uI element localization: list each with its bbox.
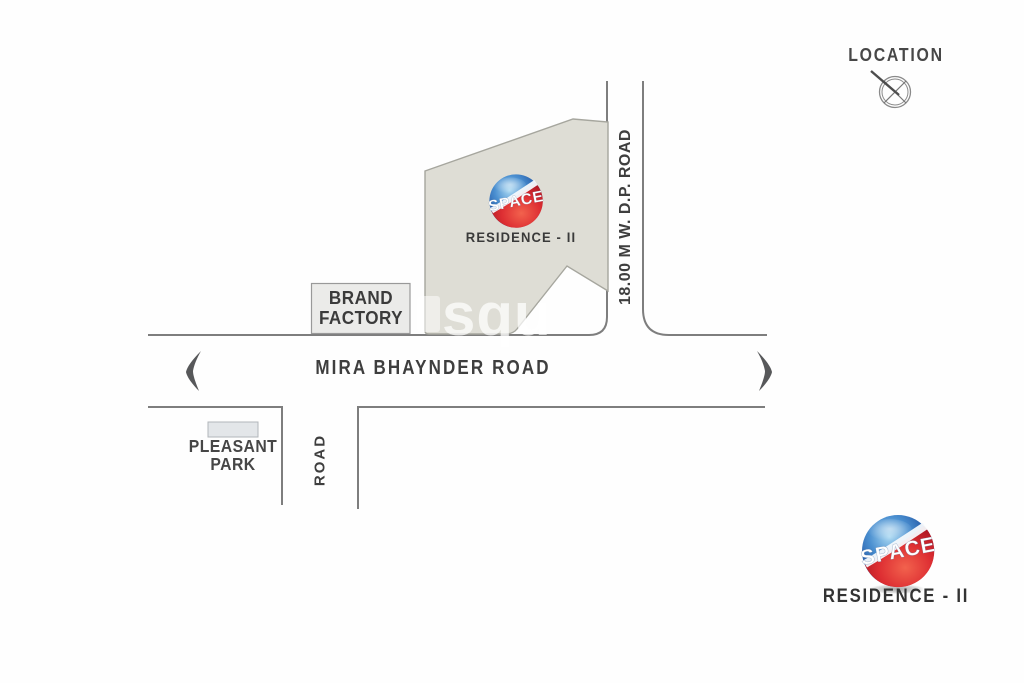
branding-project-name: RESIDENCE - II <box>822 586 970 607</box>
main-road-south-line-west-and-side-road-left-line <box>148 406 283 505</box>
brand-factory-line1: BRAND <box>328 288 394 308</box>
dp-road-left-line-and-main-road-north-line <box>148 81 608 336</box>
pleasant-park-building <box>207 421 259 438</box>
main-road-label: MIRA BHAYNDER ROAD <box>315 357 551 379</box>
plot-project-name: RESIDENCE - II <box>465 229 577 245</box>
dp-road-label: 18.00 M W. D.P. ROAD <box>617 129 634 305</box>
left-arrow-icon <box>186 351 201 391</box>
pleasant-park-line2: PARK <box>210 454 256 474</box>
plot-logo-text: SPACE <box>487 188 545 215</box>
pleasant-park-label: PLEASANT PARK <box>189 437 277 473</box>
watermark-square-icon <box>417 296 440 332</box>
brand-factory-line2: FACTORY <box>318 308 404 328</box>
location-label: LOCATION <box>848 45 944 65</box>
brand-factory-label: BRAND FACTORY <box>319 288 403 328</box>
side-road-label: ROAD <box>311 433 329 487</box>
space-logo-sphere-plot: SPACE <box>487 174 545 228</box>
dp-road-right-line-and-main-road-north-east-line <box>642 81 767 336</box>
logo-shadow <box>869 584 925 594</box>
main-road-south-line-east-and-side-road-right-line <box>357 406 765 509</box>
brand-factory-building <box>310 282 411 335</box>
right-arrow-icon <box>757 351 772 391</box>
space-logo-sphere-brand: SPACE <box>858 515 938 588</box>
compass-icon <box>870 70 912 109</box>
watermark-text: squ <box>442 281 552 348</box>
pleasant-park-line1: PLEASANT <box>188 436 278 456</box>
